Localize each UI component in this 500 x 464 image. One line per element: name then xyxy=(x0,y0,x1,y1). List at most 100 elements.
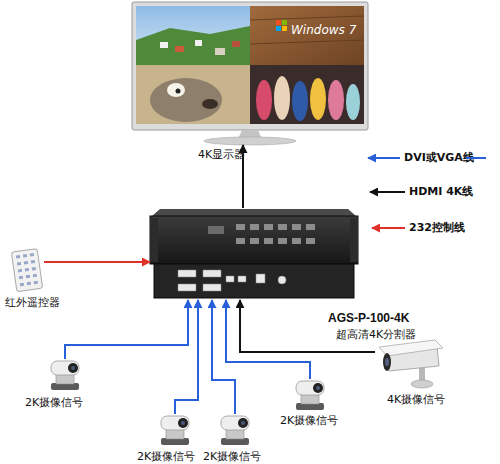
unit-front-panel xyxy=(150,216,358,264)
remote-button xyxy=(33,274,37,278)
lens-glass xyxy=(385,358,389,366)
front-button xyxy=(306,224,315,230)
front-button xyxy=(250,238,259,244)
screen-town xyxy=(136,6,250,65)
camera-node: 2K摄像信号 xyxy=(217,414,253,446)
remote-node: 红外遥控器 xyxy=(12,248,44,292)
cartoon-background xyxy=(136,65,250,124)
camera-node: 4K摄像信号 xyxy=(375,338,447,390)
remote-button xyxy=(34,281,38,285)
person xyxy=(328,80,344,120)
squirrel xyxy=(150,78,222,122)
remote-button xyxy=(18,269,22,273)
rack-ear xyxy=(150,218,158,262)
person xyxy=(310,78,326,120)
monitor xyxy=(132,2,368,145)
remote-button xyxy=(19,276,23,280)
person xyxy=(346,84,360,120)
signal-cable xyxy=(242,145,244,208)
splitter-node: AGS-P-100-4K超高清4K分割器 xyxy=(150,208,358,300)
legend-text: 232控制线 xyxy=(409,222,465,233)
node-label: 4K摄像信号 xyxy=(387,394,445,405)
remote-button xyxy=(25,268,29,272)
dvi-port xyxy=(203,270,221,277)
status-panel xyxy=(208,226,224,234)
front-button xyxy=(292,238,301,244)
squirrel-eye xyxy=(167,83,185,97)
legend-line xyxy=(466,157,486,159)
remote-body xyxy=(11,249,42,292)
camera-node: 2K摄像信号 xyxy=(157,414,193,446)
remote-button xyxy=(17,262,21,266)
remote-control xyxy=(11,249,42,292)
monitor-node: 4K显示器 xyxy=(130,0,370,145)
ptz-camera xyxy=(221,416,249,445)
legend-line xyxy=(370,191,405,193)
legend-text: HDMI 4K线 xyxy=(409,186,473,197)
remote-button xyxy=(27,282,31,286)
wood-background xyxy=(250,6,364,65)
camera-node: 2K摄像信号 xyxy=(47,359,83,391)
photo-background xyxy=(250,65,364,124)
node-label: 2K摄像信号 xyxy=(280,415,338,426)
legend-text: DVI或VGA线 xyxy=(404,152,474,163)
front-button xyxy=(236,224,245,230)
hdmi-port xyxy=(238,276,246,282)
remote-button xyxy=(16,255,20,259)
node-label: 4K显示器 xyxy=(198,149,245,160)
dvi-port xyxy=(203,284,221,291)
squirrel-nose xyxy=(202,99,218,109)
sky xyxy=(136,6,250,65)
legend-line xyxy=(372,227,405,229)
node-label: 2K摄像信号 xyxy=(203,451,261,462)
front-button xyxy=(264,224,273,230)
remote-button xyxy=(23,254,27,258)
ptz-camera xyxy=(161,416,189,445)
dvi-port xyxy=(178,270,196,277)
front-button xyxy=(278,238,287,244)
front-button xyxy=(292,224,301,230)
remote-button xyxy=(24,261,28,265)
rear-ports xyxy=(178,270,286,291)
camera-lens xyxy=(383,353,391,371)
rack-ear xyxy=(350,218,358,262)
remote-button xyxy=(32,267,36,271)
front-button xyxy=(306,238,315,244)
unit-rear-panel xyxy=(154,264,354,298)
squirrel-pupil xyxy=(176,89,181,94)
mount-base xyxy=(411,380,433,388)
signal-cable xyxy=(65,300,188,359)
network-port xyxy=(256,274,265,283)
house xyxy=(175,46,184,52)
signal-cable xyxy=(226,300,310,379)
screen-cartoon xyxy=(136,65,250,124)
monitor-base xyxy=(204,137,296,145)
signal-cable xyxy=(240,300,375,352)
node-label: 2K摄像信号 xyxy=(137,451,195,462)
signal-cable xyxy=(212,300,235,414)
unit-top-face xyxy=(152,209,356,216)
remote-button xyxy=(30,253,34,257)
node-sublabel: 超高清4K分割器 xyxy=(336,329,416,340)
camera-node: 2K摄像信号 xyxy=(292,379,328,411)
house xyxy=(232,41,240,47)
house xyxy=(215,48,225,55)
screen-text: Windows 7 xyxy=(291,24,356,36)
house xyxy=(160,42,168,48)
screen-desktop xyxy=(250,6,364,65)
remote-button xyxy=(31,260,35,264)
ptz-camera xyxy=(51,361,79,390)
person xyxy=(292,81,308,121)
wood-grain xyxy=(250,16,364,20)
front-button xyxy=(264,238,273,244)
house xyxy=(195,40,202,46)
screen-group-photo xyxy=(250,65,364,124)
signal-cable xyxy=(175,300,198,414)
front-buttons xyxy=(236,224,315,244)
hills xyxy=(136,26,250,65)
logo-square xyxy=(276,26,281,31)
logo-square xyxy=(276,20,281,25)
legend-line xyxy=(368,157,400,159)
